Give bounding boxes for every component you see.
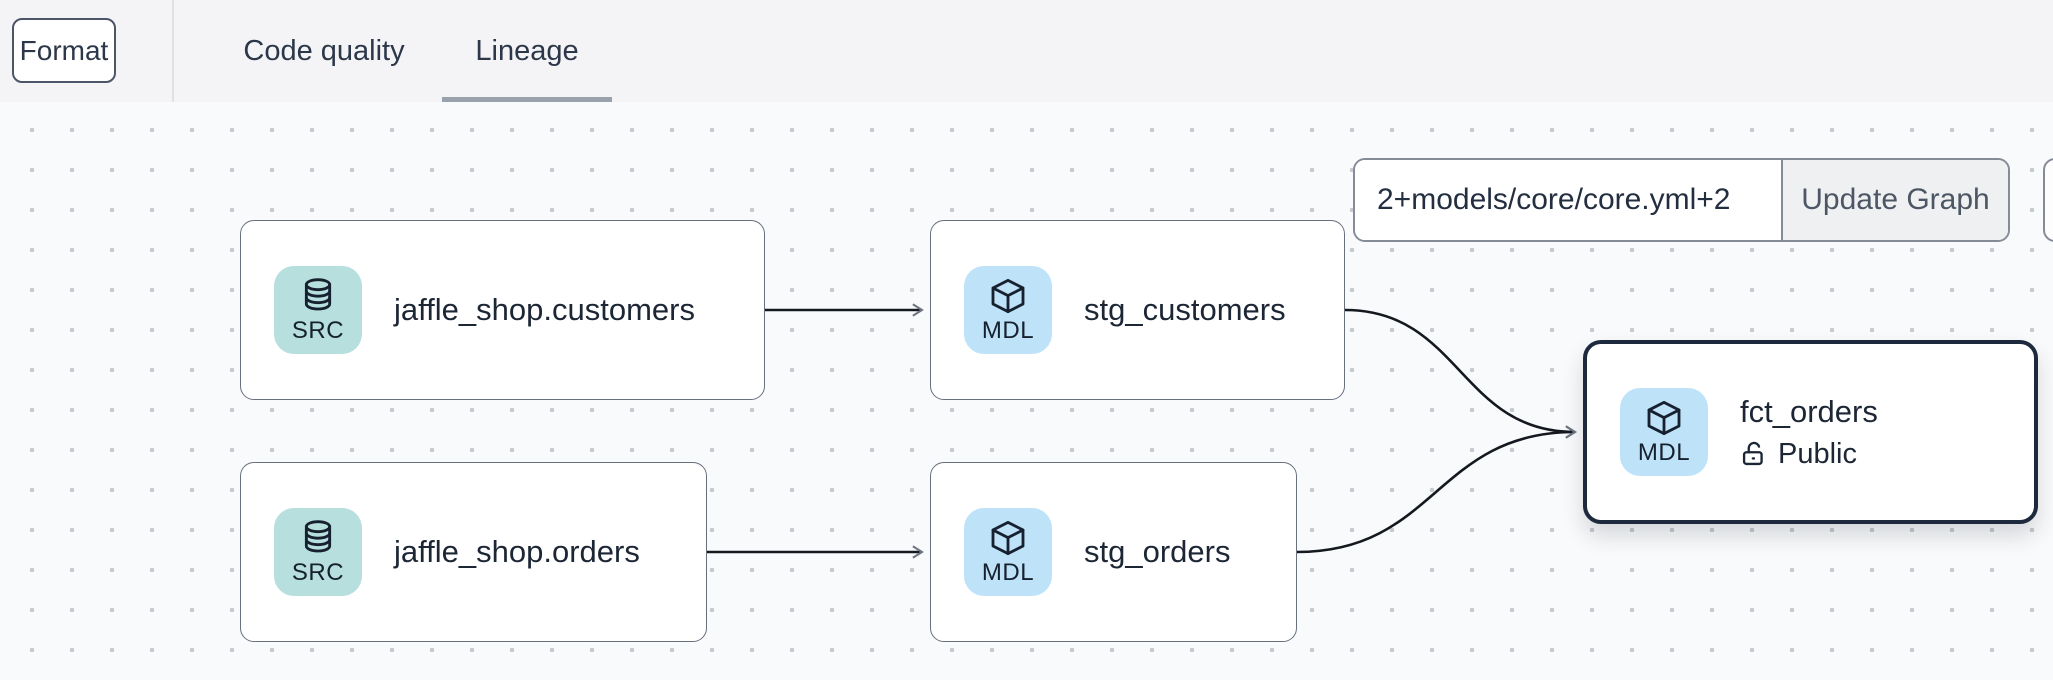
node-text: fct_orders Public	[1740, 394, 1878, 471]
badge-label: MDL	[1637, 438, 1691, 466]
node-badge: MDL	[964, 508, 1052, 596]
lineage-edge	[1296, 425, 1577, 554]
tab-lineage[interactable]: Lineage	[442, 0, 612, 102]
node-access: Public	[1740, 438, 1878, 471]
node-badge: MDL	[964, 266, 1052, 354]
update-graph-button[interactable]: Update Graph	[1781, 160, 2008, 240]
partial-button-right[interactable]	[2043, 158, 2053, 242]
badge-label: MDL	[981, 316, 1035, 344]
selector-input[interactable]	[1355, 160, 1781, 240]
toolbar: Format Code quality Lineage	[0, 0, 2053, 102]
selector-group: Update Graph	[1353, 158, 2010, 242]
lineage-node[interactable]: MDL fct_orders Public	[1583, 340, 2038, 524]
lineage-node[interactable]: MDL stg_customers	[930, 220, 1345, 400]
node-badge: SRC	[274, 508, 362, 596]
lineage-canvas[interactable]: SRC jaffle_shop.customers MDL stg_custom…	[0, 102, 2053, 680]
database-icon	[304, 277, 332, 310]
lineage-node[interactable]: SRC jaffle_shop.orders	[240, 462, 707, 642]
node-label: jaffle_shop.orders	[394, 534, 640, 569]
lineage-node[interactable]: MDL stg_orders	[930, 462, 1297, 642]
badge-label: SRC	[291, 316, 345, 344]
node-access-label: Public	[1778, 437, 1857, 470]
node-text: jaffle_shop.orders	[394, 534, 640, 570]
badge-label: SRC	[291, 558, 345, 586]
node-badge: MDL	[1620, 388, 1708, 476]
node-text: stg_orders	[1084, 534, 1230, 570]
format-button[interactable]: Format	[12, 18, 116, 83]
cube-icon	[991, 278, 1025, 313]
lineage-edge	[1344, 308, 1577, 439]
lineage-node[interactable]: SRC jaffle_shop.customers	[240, 220, 765, 400]
cube-icon	[1647, 400, 1681, 435]
node-label: stg_customers	[1084, 292, 1286, 327]
database-icon	[304, 519, 332, 552]
tab-code-quality[interactable]: Code quality	[243, 34, 405, 67]
node-label: stg_orders	[1084, 534, 1231, 569]
node-label: jaffle_shop.customers	[394, 292, 695, 327]
cube-icon	[991, 520, 1025, 555]
lineage-edges	[707, 303, 1577, 559]
toolbar-divider	[172, 0, 174, 102]
node-label: fct_orders	[1740, 393, 1878, 429]
badge-label: MDL	[981, 558, 1035, 586]
lock-open-icon	[1742, 441, 1763, 466]
node-text: jaffle_shop.customers	[394, 292, 695, 328]
node-badge: SRC	[274, 266, 362, 354]
node-text: stg_customers	[1084, 292, 1286, 328]
